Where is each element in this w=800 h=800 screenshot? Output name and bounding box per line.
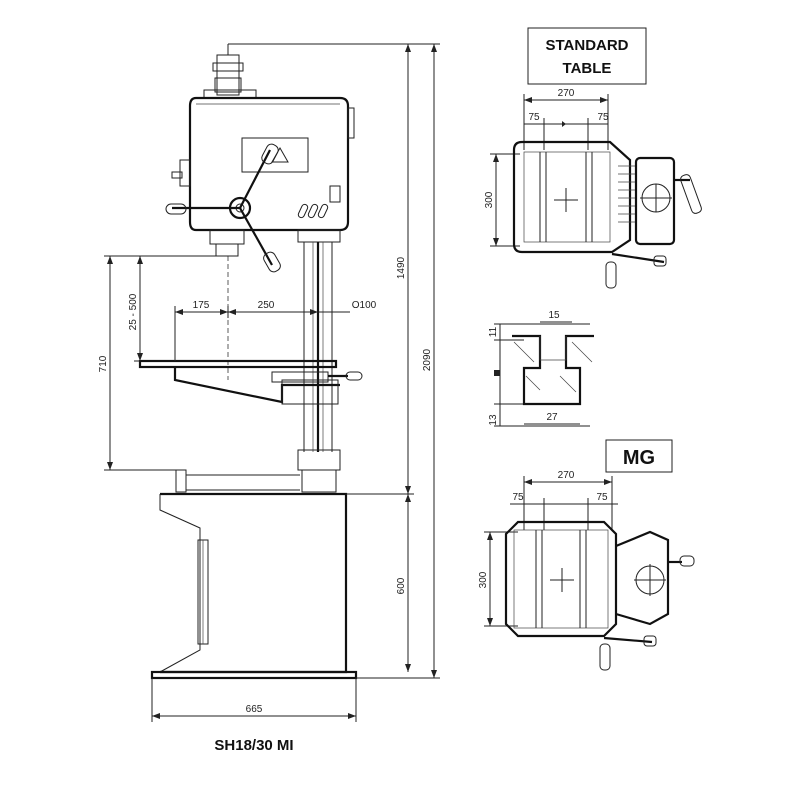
std-dim-slot-left: 75 (528, 112, 540, 123)
mg-label-box (605, 439, 673, 473)
slot-dim-top: 15 (548, 310, 560, 321)
dim-base-width: 665 (246, 704, 263, 715)
mg-dim-depth: 300 (478, 571, 489, 588)
mg-dim-slot-left: 75 (512, 492, 524, 503)
mg-dim-slot-right: 75 (596, 492, 608, 503)
std-dim-depth: 300 (484, 191, 495, 208)
standard-table-label-line1: STANDARD (545, 37, 628, 54)
t-slot-detail: 11 13 15 27 (488, 310, 594, 427)
std-dim-slot-right: 75 (597, 112, 609, 123)
mg-label: MG (623, 447, 655, 469)
std-dim-width: 270 (558, 88, 575, 99)
dim-table-travel: 25 - 500 (128, 293, 139, 330)
mg-table-view: MG 270 75 75 300 (478, 439, 695, 671)
dim-base-height: 600 (396, 577, 407, 594)
standard-table-label-box (527, 27, 647, 85)
dim-overall-height: 2090 (422, 348, 433, 371)
mg-dim-width: 270 (558, 470, 575, 481)
slot-dim-h-bottom: 13 (488, 414, 499, 426)
drill-press-elevation (138, 43, 440, 680)
slot-dim-bottom: 27 (546, 412, 558, 423)
slot-dim-h-top: 11 (488, 326, 499, 337)
dim-max-height: 710 (98, 355, 109, 372)
dim-column-diameter: O100 (352, 300, 377, 311)
standard-table-label-line2: TABLE (563, 60, 612, 77)
model-title: SH18/30 MI (214, 737, 293, 754)
dim-reach-250: 250 (258, 300, 275, 311)
dim-column-height: 1490 (396, 256, 407, 279)
dim-reach-175: 175 (193, 300, 210, 311)
standard-table-view: STANDARD TABLE 270 75 75 300 (484, 27, 702, 289)
main-dimensions: 2090 1490 600 665 710 25 - 500 (98, 44, 440, 722)
